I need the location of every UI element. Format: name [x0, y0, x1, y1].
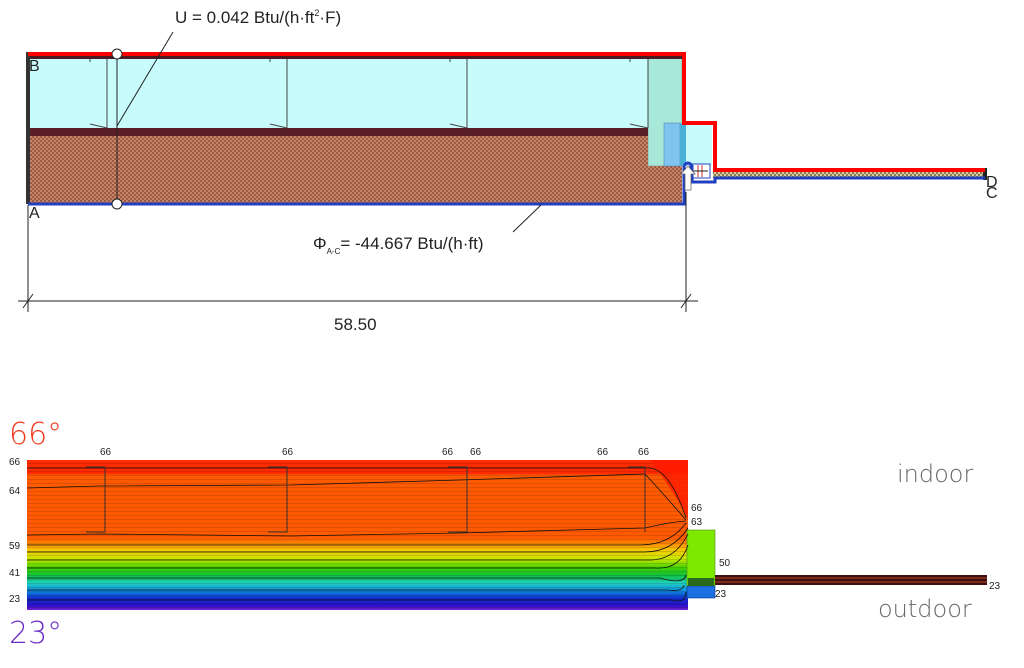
isotherm-label: 66: [597, 447, 609, 458]
corner-hot-zone: [650, 460, 688, 520]
glazing-unit: [663, 122, 681, 167]
isotherm-curves: [26, 467, 689, 602]
tick-23: 23: [9, 594, 21, 605]
section-detail-diagram: U = 0.042 Btu/(h·ft2·F) B A D C ΦA-C= -4…: [18, 8, 998, 334]
isotherm-label-23-frame: 23: [715, 589, 727, 600]
substrate-layer: [28, 136, 682, 203]
point-a-label: A: [29, 205, 40, 222]
frame-cold-zone: [686, 585, 716, 599]
membrane-layer: [28, 128, 648, 136]
isotherm-label-63: 63: [691, 517, 703, 528]
isotherm-label: 66: [282, 447, 294, 458]
isotherm-label-66: 66: [691, 503, 703, 514]
isotherm-label-50: 50: [719, 558, 731, 569]
dimension-label: 58.50: [334, 315, 377, 334]
window-hardware: [689, 163, 711, 179]
isotherm-label-23-strip: 23: [989, 581, 1001, 592]
stud-outlines: [86, 466, 646, 533]
outdoor-boundary-line: [28, 161, 985, 206]
frame-temp-zone: [686, 529, 716, 587]
indoor-boundary-line: [28, 52, 985, 172]
min-temp-label: 23°: [9, 616, 62, 651]
flux-arrow-icon: [680, 165, 696, 191]
strip-temp: [715, 575, 987, 585]
frame-thermal-break: [688, 578, 714, 586]
isotherm-label: 66: [470, 447, 482, 458]
isotherm-label: 66: [100, 447, 112, 458]
point-d-label: D: [986, 174, 998, 191]
u-value-label: U = 0.042 Btu/(h·ft2·F): [175, 8, 341, 27]
sash-frame: [686, 124, 712, 166]
outdoor-label: outdoor: [878, 595, 972, 623]
end-cap: [983, 168, 987, 180]
tick-66: 66: [9, 457, 21, 468]
max-temp-label: 66°: [9, 417, 62, 452]
u-value-marker-bottom: [111, 198, 123, 210]
u-value-leader: [116, 31, 174, 127]
isotherm-label: 66: [442, 447, 454, 458]
insulation-layer: [28, 58, 648, 128]
tick-41: 41: [9, 568, 21, 579]
tick-64: 64: [9, 486, 21, 497]
point-b-label: B: [29, 58, 40, 75]
top-membrane: [28, 55, 684, 59]
glazing-pane: [680, 123, 686, 166]
flux-label: ΦA-C= -44.667 Btu/(h·ft): [313, 234, 484, 256]
isotherm-label: 66: [638, 447, 650, 458]
indoor-label: indoor: [897, 460, 973, 488]
left-edge: [26, 52, 30, 204]
point-c-label: C: [986, 185, 998, 202]
gravel-strip: [713, 170, 985, 178]
tick-59: 59: [9, 541, 21, 552]
dimension-line: [18, 192, 698, 312]
thermal-simulation-diagram: 66 64 59 41 23 66 66 66 66 66 66 66 63 5…: [9, 417, 1001, 651]
flux-leader: [512, 204, 542, 233]
u-value-marker-top: [111, 48, 123, 60]
